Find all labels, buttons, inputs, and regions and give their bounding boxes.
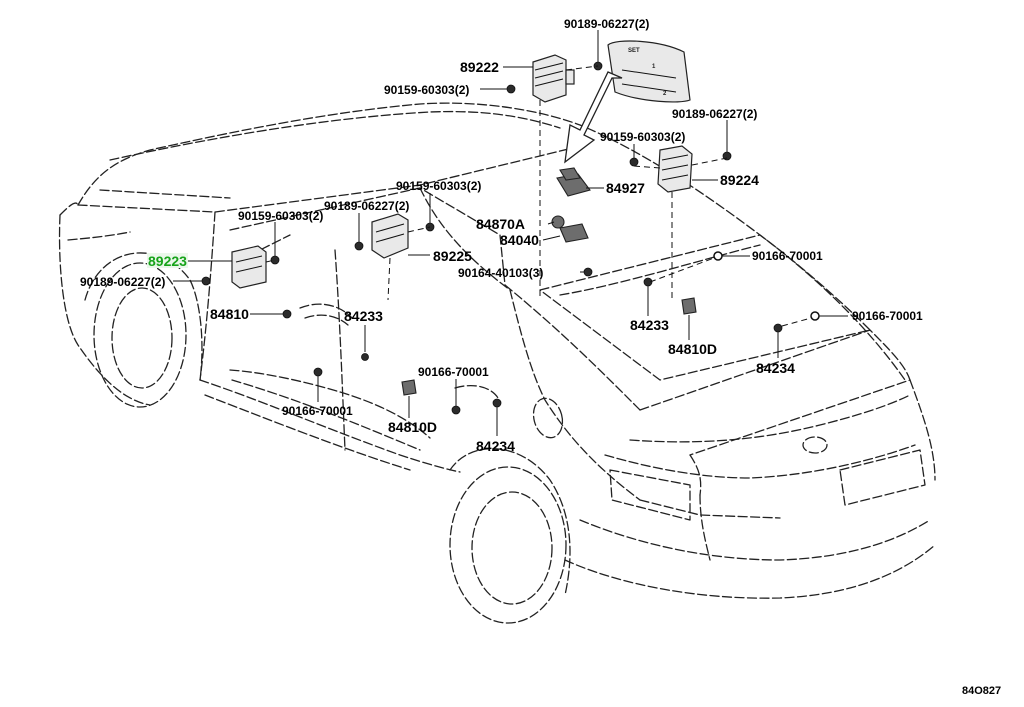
callout-84810: 84810: [210, 306, 249, 322]
callout-90164-40103: 90164-40103(3): [458, 266, 543, 280]
callout-89222: 89222: [460, 59, 499, 75]
callout-84040: 84040: [500, 232, 539, 248]
part-89225-module: [371, 213, 409, 259]
callout-84927: 84927: [606, 180, 645, 196]
leader-lines: [173, 30, 848, 436]
switch-2-label: 2: [663, 91, 667, 97]
vehicle-outline: [58, 102, 936, 624]
callout-90159-60303-mid: 90159-60303(2): [396, 179, 481, 193]
callout-84810D-left: 84810D: [388, 419, 437, 435]
callout-90166-70001-left: 90166-70001: [282, 404, 353, 418]
callout-84233-right: 84233: [630, 317, 669, 333]
callout-89224: 89224: [720, 172, 759, 188]
callout-90189-06227-top: 90189-06227(2): [564, 17, 649, 31]
callout-90159-60303-left: 90159-60303(2): [238, 209, 323, 223]
location-arrow: [564, 71, 623, 164]
part-89222-module: [532, 54, 575, 103]
callout-84234-center: 84234: [476, 438, 515, 454]
callout-90166-70001-right: 90166-70001: [852, 309, 923, 323]
callout-90159-60303-top: 90159-60303(2): [384, 83, 469, 97]
callout-89225: 89225: [433, 248, 472, 264]
callout-90189-06227-left: 90189-06227(2): [80, 275, 165, 289]
callout-84870A: 84870A: [476, 216, 525, 232]
switch-1-label: 1: [652, 64, 656, 70]
diagram-reference-code: 84O827: [962, 685, 1001, 697]
part-84040-connector: [551, 215, 589, 243]
seat-memory-switch-panel: SET 1 2: [607, 40, 691, 103]
callout-90166-70001-upper-right: 90166-70001: [752, 249, 823, 263]
part-89223-module: [231, 245, 267, 289]
callout-84234-right: 84234: [756, 360, 795, 376]
callout-labels: 90189-06227(2) 89222 90159-60303(2) 9018…: [80, 17, 923, 454]
callout-89223-highlighted[interactable]: 89223: [148, 253, 187, 269]
fasteners: [201, 61, 820, 415]
callout-84233-left: 84233: [344, 308, 383, 324]
callout-90166-70001-center: 90166-70001: [418, 365, 489, 379]
callout-90189-06227-right: 90189-06227(2): [672, 107, 757, 121]
callout-84810D-right: 84810D: [668, 341, 717, 357]
switch-set-label: SET: [628, 48, 640, 54]
part-84927-switch: [556, 167, 591, 197]
callout-90159-60303-right: 90159-60303(2): [600, 130, 685, 144]
part-89224-module: [657, 145, 693, 193]
callout-90189-06227-mid: 90189-06227(2): [324, 199, 409, 213]
